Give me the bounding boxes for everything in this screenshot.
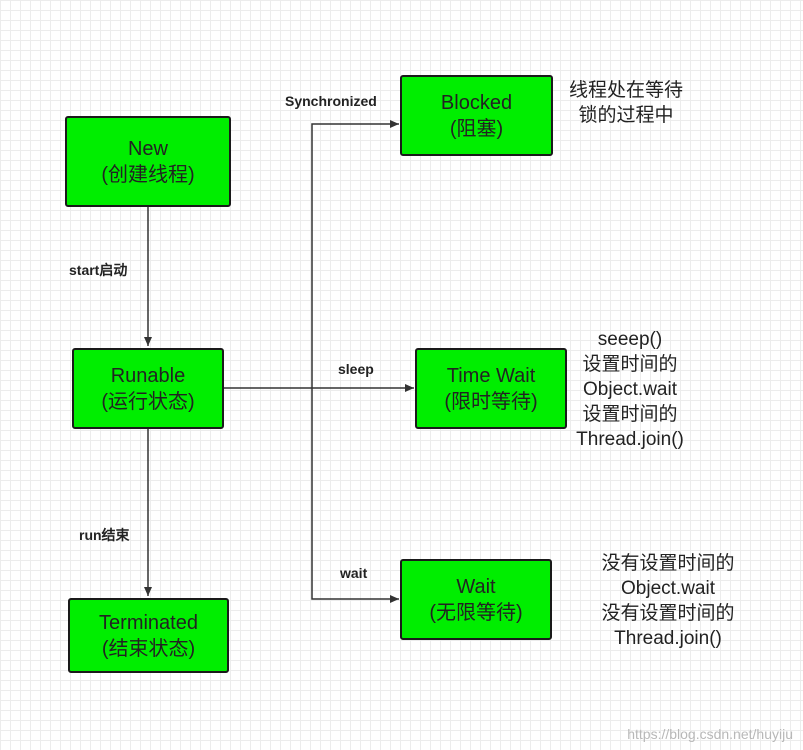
state-new: New (创建线程)	[65, 116, 231, 207]
note-line: Thread.join()	[614, 628, 722, 649]
state-name: Terminated	[99, 611, 198, 634]
label-wait: wait	[340, 565, 368, 581]
watermark: https://blog.csdn.net/huyiju	[627, 726, 793, 742]
label-sleep: sleep	[338, 361, 374, 377]
arrow-runnable-to-blocked	[311, 120, 399, 388]
state-wait: Wait (无限等待)	[400, 559, 552, 640]
state-name: New	[127, 137, 168, 160]
note-line: 设置时间的	[582, 354, 678, 375]
note-line: 锁的过程中	[578, 105, 674, 126]
state-name: Wait	[456, 575, 496, 598]
note-line: Object.wait	[583, 379, 677, 400]
state-time-wait: Time Wait (限时等待)	[415, 348, 567, 429]
state-terminated: Terminated (结束状态)	[68, 598, 229, 673]
state-desc: (创建线程)	[101, 163, 195, 186]
label-run-end: run结束	[79, 527, 130, 543]
note-time-wait: seeep() 设置时间的 Object.wait 设置时间的 Thread.j…	[560, 327, 700, 452]
state-desc: (结束状态)	[101, 637, 196, 660]
arrow-runnable-to-wait	[311, 388, 399, 603]
state-name: Runable	[110, 364, 186, 387]
note-wait: 没有设置时间的 Object.wait 没有设置时间的 Thread.join(…	[588, 551, 748, 651]
note-line: Thread.join()	[576, 429, 684, 450]
state-runnable: Runable (运行状态)	[72, 348, 224, 429]
state-desc: (运行状态)	[101, 390, 195, 413]
note-line: Object.wait	[621, 578, 715, 599]
note-line: 没有设置时间的	[601, 603, 735, 624]
state-name: Time Wait	[446, 364, 536, 387]
state-desc: (无限等待)	[429, 601, 523, 624]
note-blocked: 线程处在等待 锁的过程中	[561, 78, 691, 128]
note-line: 没有设置时间的	[601, 553, 735, 574]
state-desc: (阻塞)	[449, 117, 504, 140]
note-line: seeep()	[597, 329, 663, 350]
state-desc: (限时等待)	[444, 390, 538, 413]
note-line: 设置时间的	[582, 404, 678, 425]
state-name: Blocked	[440, 91, 513, 114]
label-start: start启动	[69, 262, 128, 278]
note-line: 线程处在等待	[568, 80, 683, 101]
state-blocked: Blocked (阻塞)	[400, 75, 553, 156]
label-synchronized: Synchronized	[285, 93, 377, 109]
